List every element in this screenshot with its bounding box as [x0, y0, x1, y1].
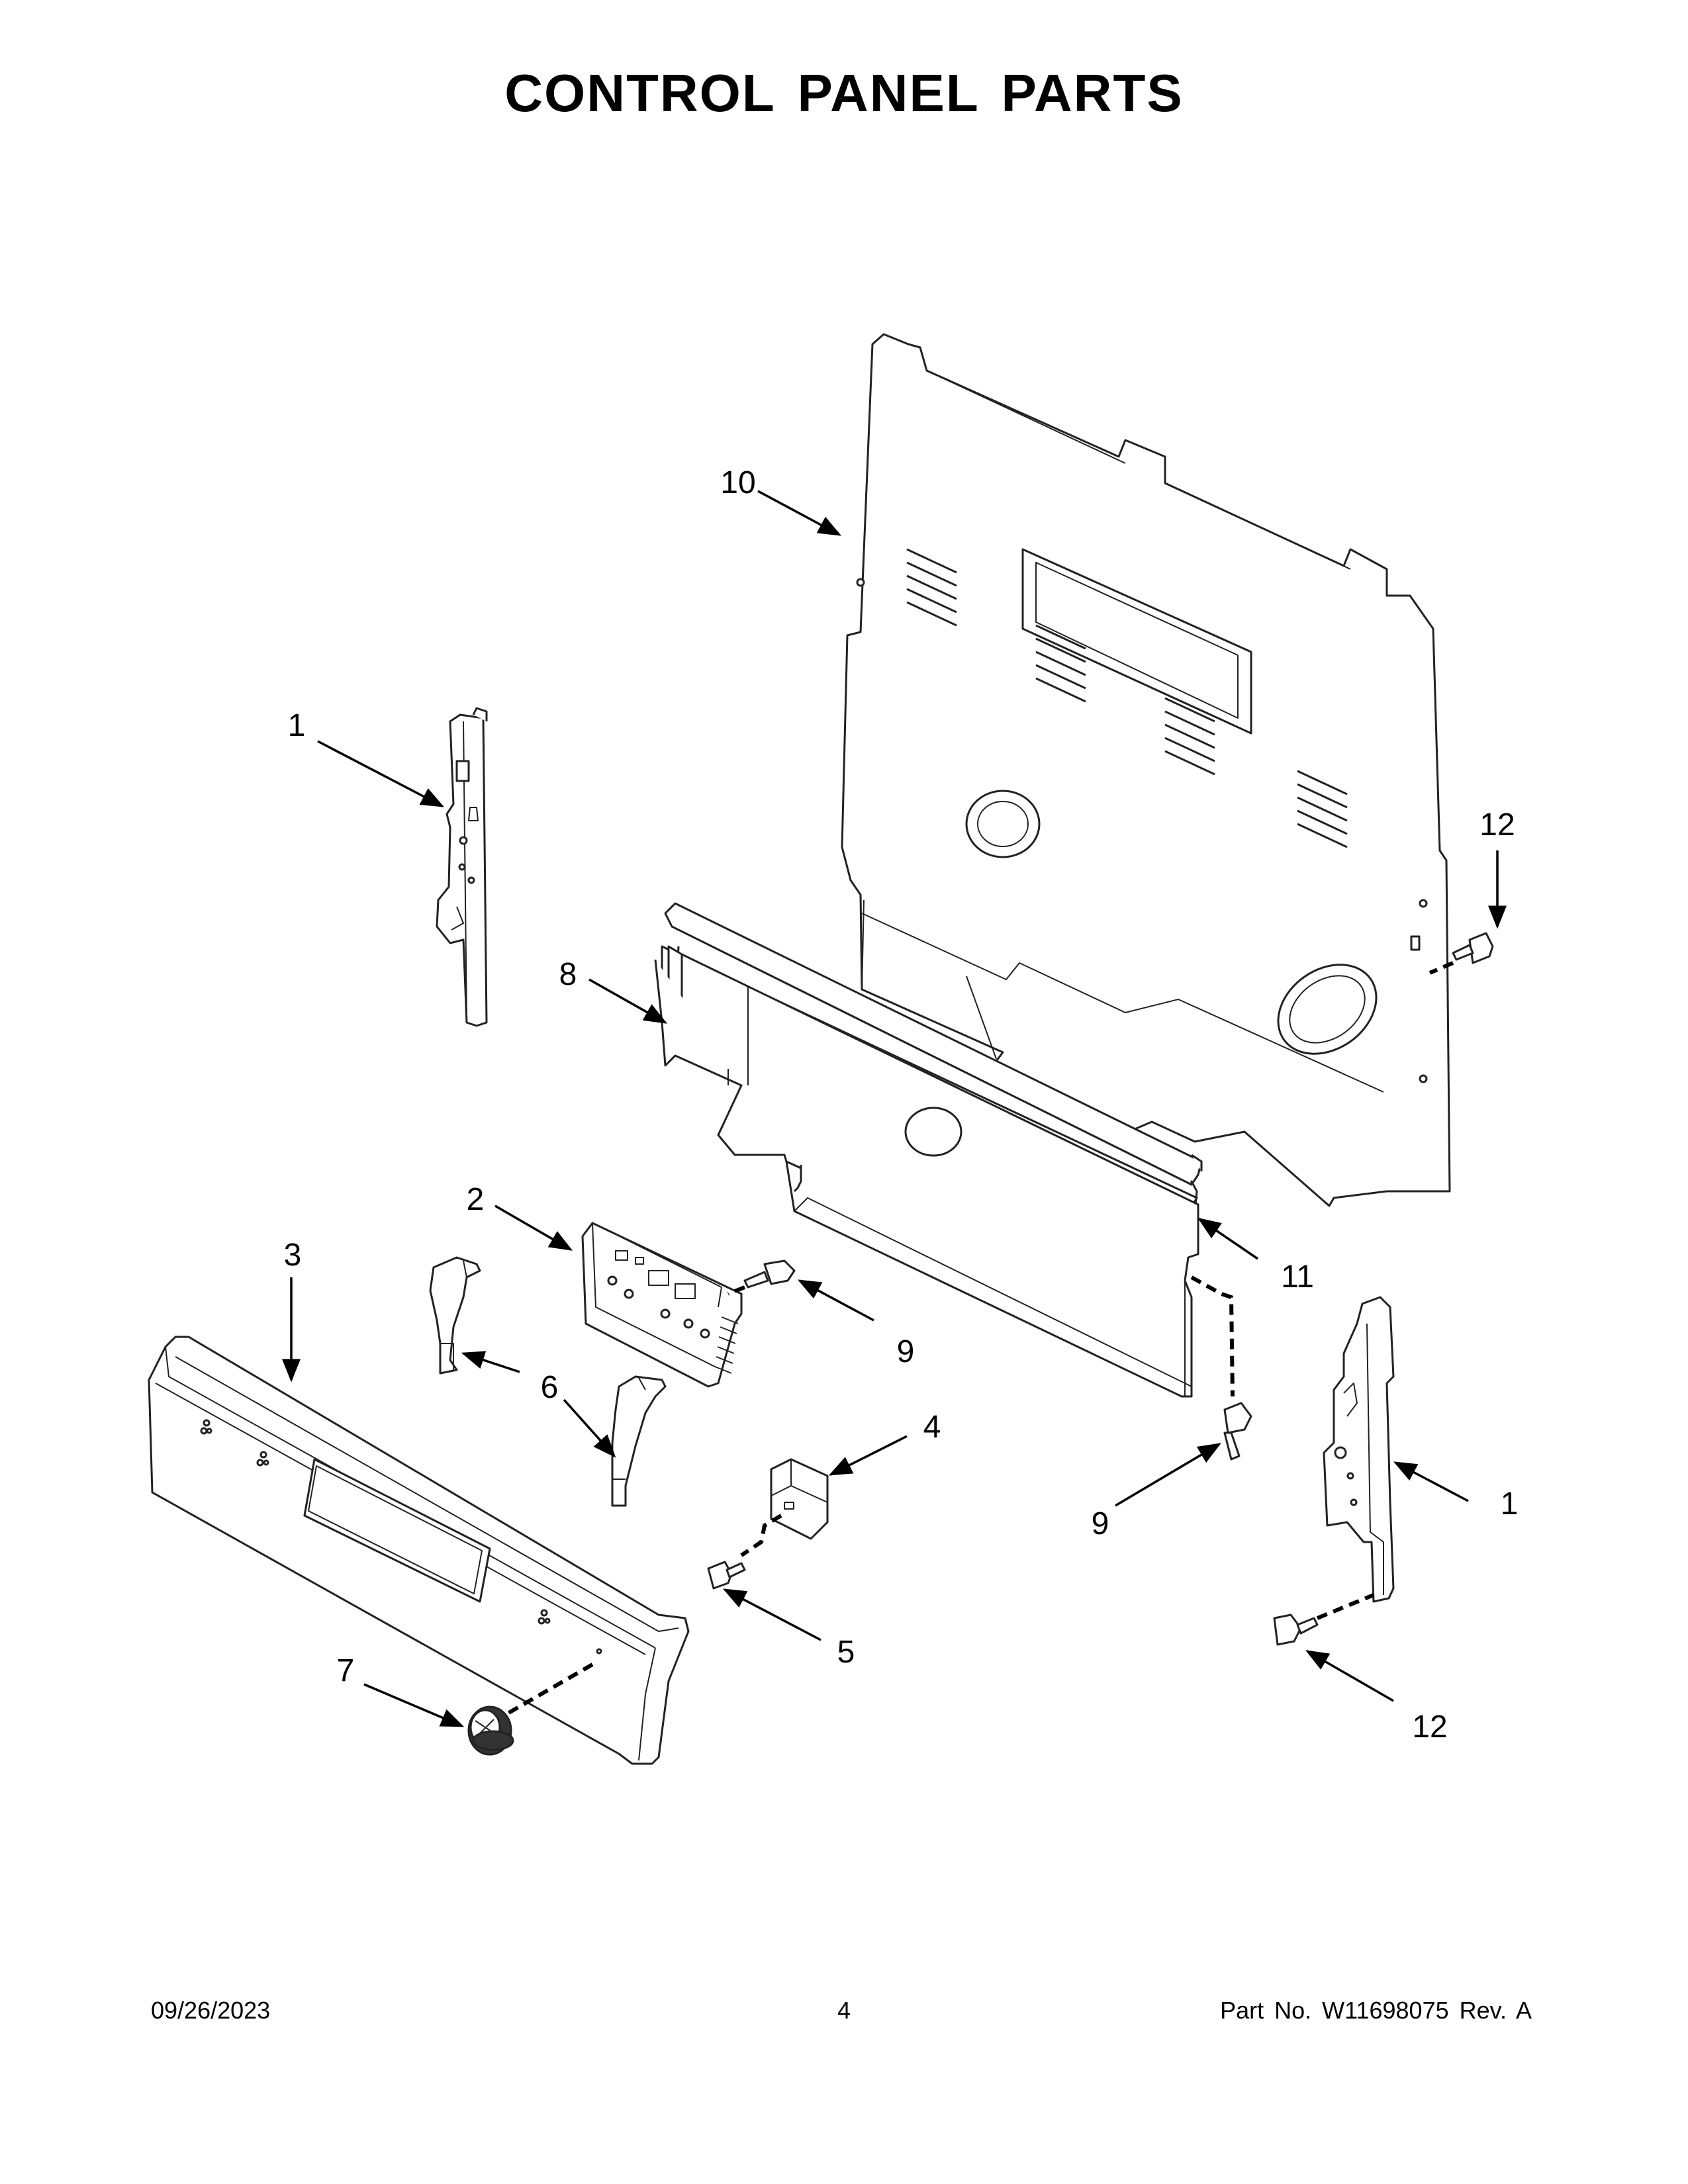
leader-arrows [282, 490, 1507, 1727]
footer-date: 09/26/2023 [151, 1997, 271, 2024]
callout-3: 3 [284, 1238, 302, 1273]
callout-4: 4 [923, 1410, 941, 1445]
callout-9-upper: 9 [897, 1334, 915, 1369]
part-5-screw [707, 1561, 746, 1590]
callout-1-right: 1 [1501, 1486, 1519, 1522]
part-6-end-cap-lower [611, 1375, 667, 1507]
callout-12-lower: 12 [1412, 1709, 1447, 1745]
part-12-screw-lower [1273, 1614, 1319, 1646]
footer-page-number: 4 [837, 1997, 851, 2024]
part-8-control-panel-bracket [654, 902, 1203, 1398]
callout-7: 7 [337, 1653, 355, 1688]
part-7-knob [467, 1706, 514, 1756]
callout-5: 5 [837, 1635, 855, 1670]
callout-1-left: 1 [288, 708, 306, 743]
part-2-electronic-control-board [581, 1222, 743, 1388]
part-4-terminal-block [770, 1458, 829, 1540]
callout-8: 8 [559, 957, 577, 992]
part-9-screw-lower [1223, 1402, 1252, 1461]
callout-12-upper: 12 [1479, 807, 1515, 842]
part-12-screw-upper [1452, 932, 1494, 964]
callout-10: 10 [720, 465, 755, 500]
part-6-end-cap-upper [429, 1256, 481, 1375]
part-1-left-side-bracket [436, 707, 488, 1027]
callout-6: 6 [541, 1370, 559, 1405]
page-title: CONTROL PANEL PARTS [504, 64, 1184, 122]
part-10-rear-control-panel [841, 333, 1451, 1207]
part-1-right-side-bracket [1323, 1296, 1395, 1603]
callout-11: 11 [1281, 1259, 1314, 1295]
callout-9-lower: 9 [1092, 1506, 1109, 1541]
footer-part-number: Part No. W11698075 Rev. A [1220, 1997, 1532, 2024]
part-9-screw-upper [743, 1259, 796, 1289]
callout-2: 2 [467, 1182, 485, 1217]
part-3-control-console [148, 1336, 690, 1765]
